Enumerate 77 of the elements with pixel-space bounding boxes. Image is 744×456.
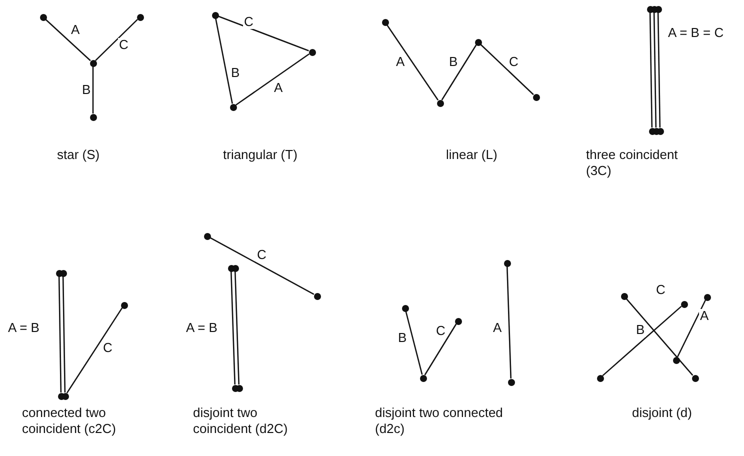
line-segment (236, 53, 310, 106)
edge-label: A (395, 55, 406, 69)
edge-label: B (230, 66, 241, 80)
endpoint-dot (454, 318, 462, 324)
endpoint-dot (204, 232, 210, 240)
endpoint-dot (436, 100, 444, 106)
endpoint-dot (532, 94, 540, 100)
caption: disjoint (d) (632, 405, 693, 421)
endpoint-dot (382, 18, 388, 26)
line-segment (92, 66, 94, 114)
line-segment (649, 12, 653, 128)
edge-label: C (102, 341, 114, 355)
line-segment (95, 18, 138, 62)
endpoint-dot (402, 304, 408, 312)
caption: disjoint two connected (d2c) (375, 405, 504, 437)
caption: star (S) (57, 147, 101, 163)
line-segment (58, 276, 62, 393)
caption: linear (L) (446, 147, 498, 163)
edge-label: B (397, 331, 408, 345)
endpoint-dot (120, 302, 128, 308)
edge-label: B (448, 55, 459, 69)
endpoint-dot (420, 374, 426, 382)
endpoint-dot (680, 300, 688, 308)
line-segment (424, 324, 457, 376)
endpoint-dot (314, 292, 320, 300)
endpoint-dot (672, 356, 680, 364)
edge-label: A (70, 23, 81, 37)
endpoint-dot (136, 14, 144, 20)
line-segment (657, 12, 661, 128)
line-segment (506, 266, 512, 379)
endpoint-dot (508, 378, 514, 386)
edge-label: C (256, 248, 268, 262)
endpoint-dot (308, 48, 316, 56)
equality-label: A = B = C (668, 25, 725, 41)
line-segment (234, 271, 240, 385)
line-segment (62, 276, 66, 393)
edge-label: A (492, 321, 503, 335)
endpoint-dot (596, 374, 604, 382)
line-segment (653, 12, 657, 128)
endpoint-dot (90, 60, 96, 66)
line-segment (480, 44, 534, 96)
line-segment (626, 298, 694, 376)
endpoint-dot (704, 294, 710, 300)
equality-label: A = B (8, 320, 40, 336)
endpoint-dot (620, 292, 628, 300)
line-segment (676, 300, 706, 358)
line-segment (405, 311, 423, 375)
endpoint-dot (230, 104, 236, 110)
line-segment (210, 237, 314, 295)
caption: triangular (T) (223, 147, 298, 163)
caption: three coincident (3C) (586, 147, 679, 179)
edge-label: B (81, 83, 92, 97)
endpoint-dot (504, 260, 510, 266)
line-segment (66, 308, 123, 394)
edge-label: A (273, 81, 284, 95)
endpoint-dot (692, 374, 698, 382)
equality-label: A = B (186, 320, 218, 336)
endpoint-dot (212, 12, 218, 18)
line-segment (45, 18, 91, 62)
edge-label: C (435, 324, 446, 338)
edge-label: A (699, 309, 710, 323)
line-segment (602, 306, 682, 376)
line-segment (218, 16, 309, 52)
edge-label: C (118, 38, 130, 52)
line-segment (386, 24, 439, 100)
caption: disjoint two coincident (d2C) (193, 405, 289, 437)
endpoint-dot (474, 38, 482, 46)
edge-label: C (508, 55, 520, 69)
edge-label: C (655, 283, 666, 297)
line-segment (215, 18, 233, 104)
endpoint-dot (90, 114, 96, 120)
line-segment (441, 44, 477, 100)
caption: connected two coincident (c2C) (22, 405, 117, 437)
edge-label: C (243, 15, 254, 29)
line-segment (230, 271, 236, 385)
endpoint-dot (40, 14, 46, 20)
edge-label: B (635, 323, 646, 337)
